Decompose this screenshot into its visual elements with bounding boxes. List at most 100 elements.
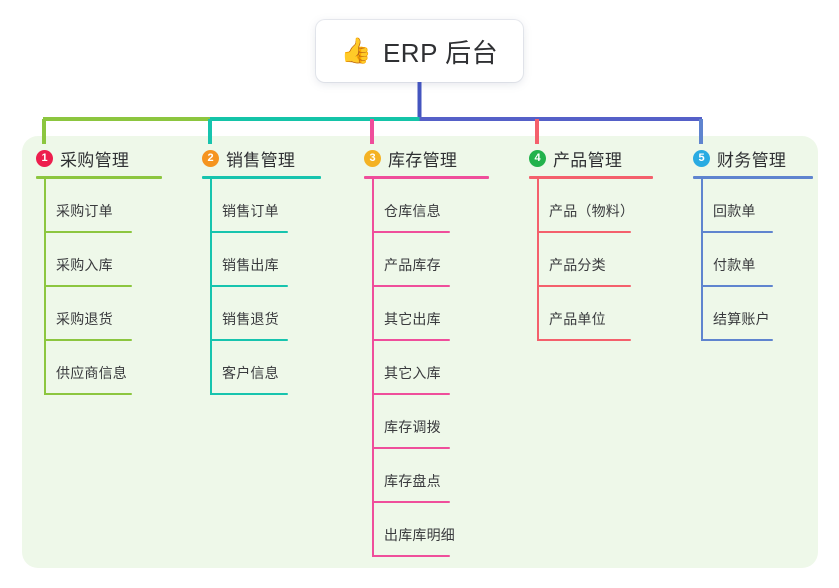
leaf-node[interactable]: 销售出库	[188, 233, 336, 287]
branch-column-5: 5 财务管理回款单付款单结算账户	[679, 146, 819, 341]
leaf-node-label: 仓库信息	[384, 203, 441, 219]
branch-underline-4	[529, 176, 653, 179]
branch-column-4: 4 产品管理产品（物料） 产品分类产品单位	[515, 146, 665, 341]
leaf-node[interactable]: 仓库信息	[350, 179, 500, 233]
leaf-node[interactable]: 其它入库	[350, 341, 500, 395]
leaf-node[interactable]: 其它出库	[350, 287, 500, 341]
leaf-node[interactable]: 产品分类	[515, 233, 665, 287]
branch-header-5[interactable]: 5 财务管理	[679, 146, 819, 170]
leaf-node-underline	[210, 231, 288, 233]
leaf-node[interactable]: 产品单位	[515, 287, 665, 341]
leaf-node-label: 采购订单	[56, 203, 113, 219]
branch-header-1[interactable]: 1 采购管理	[22, 146, 172, 170]
leaf-node-label: 库存调拨	[384, 419, 441, 435]
branch-underline-1	[36, 176, 162, 179]
leaf-node-underline	[210, 393, 288, 395]
branch-badge-5: 5	[693, 149, 710, 167]
leaf-node-underline	[372, 231, 450, 233]
branch-underline-2	[202, 176, 321, 179]
leaf-node-label: 客户信息	[222, 365, 279, 381]
leaf-node[interactable]: 客户信息	[188, 341, 336, 395]
leaf-node-underline	[701, 285, 773, 287]
branch-underline-5	[693, 176, 813, 179]
leaf-node-label: 付款单	[713, 257, 756, 273]
branch-children-2: 销售订单销售出库销售退货客户信息	[188, 179, 336, 395]
root-node[interactable]: 👍 ERP 后台	[316, 20, 523, 82]
leaf-node-label: 库存盘点	[384, 473, 441, 489]
leaf-node-underline	[44, 339, 132, 341]
leaf-node-label: 产品（物料）	[549, 203, 635, 219]
leaf-node-label: 其它出库	[384, 311, 441, 327]
leaf-node[interactable]: 采购退货	[22, 287, 172, 341]
branch-spine-2	[210, 179, 212, 395]
leaf-node-label: 回款单	[713, 203, 756, 219]
branch-children-4: 产品（物料） 产品分类产品单位	[515, 179, 665, 341]
branch-underline-3	[364, 176, 489, 179]
leaf-node[interactable]: 产品库存	[350, 233, 500, 287]
leaf-node-label: 产品分类	[549, 257, 606, 273]
branch-header-3[interactable]: 3 库存管理	[350, 146, 500, 170]
leaf-node-underline	[372, 285, 450, 287]
leaf-node[interactable]: 结算账户	[679, 287, 819, 341]
leaf-node-underline	[372, 447, 450, 449]
leaf-node[interactable]: 销售订单	[188, 179, 336, 233]
leaf-node-underline	[44, 393, 132, 395]
leaf-node[interactable]: 出库库明细	[350, 503, 500, 557]
leaf-node-label: 采购退货	[56, 311, 113, 327]
leaf-node-label: 销售出库	[222, 257, 279, 273]
thumbs-up-icon: 👍	[340, 36, 372, 65]
leaf-node[interactable]: 回款单	[679, 179, 819, 233]
leaf-node-label: 结算账户	[713, 311, 770, 327]
leaf-node[interactable]: 付款单	[679, 233, 819, 287]
leaf-node-underline	[372, 393, 450, 395]
leaf-node[interactable]: 采购订单	[22, 179, 172, 233]
leaf-node-underline	[701, 339, 773, 341]
leaf-node-underline	[44, 231, 132, 233]
leaf-node-underline	[372, 501, 450, 503]
branch-column-3: 3 库存管理仓库信息产品库存其它出库其它入库库存调拨库存盘点出库库明细	[350, 146, 500, 557]
branch-title-1: 采购管理	[60, 150, 130, 170]
leaf-node-underline	[44, 285, 132, 287]
branch-title-2: 销售管理	[226, 150, 296, 170]
branch-children-5: 回款单付款单结算账户	[679, 179, 819, 341]
leaf-node-label: 其它入库	[384, 365, 441, 381]
branch-badge-3: 3	[364, 149, 381, 167]
leaf-node-label: 产品库存	[384, 257, 441, 273]
branch-children-3: 仓库信息产品库存其它出库其它入库库存调拨库存盘点出库库明细	[350, 179, 500, 557]
branch-column-1: 1 采购管理采购订单采购入库采购退货供应商信息	[22, 146, 172, 395]
leaf-node-underline	[372, 339, 450, 341]
leaf-node[interactable]: 销售退货	[188, 287, 336, 341]
leaf-node-label: 销售订单	[222, 203, 279, 219]
leaf-node-label: 销售退货	[222, 311, 279, 327]
leaf-node[interactable]: 供应商信息	[22, 341, 172, 395]
leaf-node-label: 供应商信息	[56, 365, 127, 381]
leaf-node-label: 产品单位	[549, 311, 606, 327]
branch-spine-5	[701, 179, 703, 341]
branch-badge-1: 1	[36, 149, 53, 167]
leaf-node-underline	[372, 555, 450, 557]
leaf-node[interactable]: 产品（物料）	[515, 179, 665, 233]
branch-title-4: 产品管理	[553, 150, 623, 170]
leaf-node-underline	[701, 231, 773, 233]
leaf-node-underline	[210, 339, 288, 341]
diagram-panel	[22, 136, 818, 568]
leaf-node-label: 采购入库	[56, 257, 113, 273]
branch-badge-2: 2	[202, 149, 219, 167]
leaf-node[interactable]: 库存盘点	[350, 449, 500, 503]
leaf-node-underline	[537, 231, 631, 233]
branch-spine-1	[44, 179, 46, 395]
branch-title-3: 库存管理	[388, 150, 458, 170]
leaf-node-underline	[210, 285, 288, 287]
branch-badge-4: 4	[529, 149, 546, 167]
root-node-label: ERP 后台	[382, 37, 499, 68]
branch-column-2: 2 销售管理销售订单销售出库销售退货客户信息	[188, 146, 336, 395]
branch-header-4[interactable]: 4 产品管理	[515, 146, 665, 170]
branch-spine-3	[372, 179, 374, 557]
branch-title-5: 财务管理	[717, 150, 787, 170]
leaf-node[interactable]: 库存调拨	[350, 395, 500, 449]
leaf-node[interactable]: 采购入库	[22, 233, 172, 287]
leaf-node-label: 出库库明细	[384, 527, 455, 543]
branch-header-2[interactable]: 2 销售管理	[188, 146, 336, 170]
leaf-node-underline	[537, 339, 631, 341]
leaf-node-underline	[537, 285, 631, 287]
